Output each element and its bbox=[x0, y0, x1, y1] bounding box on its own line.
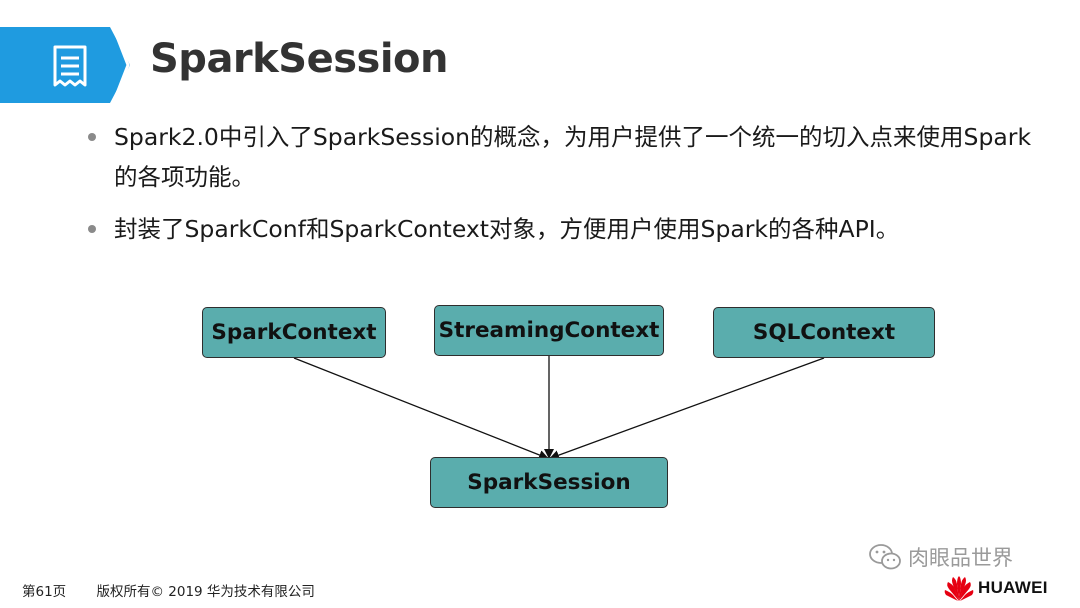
bullet-text: Spark2.0中引入了SparkSession的概念，为用户提供了一个统一的切… bbox=[114, 123, 1032, 191]
arrow-sqlcontext-to-sparksession bbox=[549, 357, 825, 460]
node-label: StreamingContext bbox=[438, 318, 660, 343]
bullet-dot bbox=[88, 225, 96, 233]
watermark-text: 肉眼品世界 bbox=[908, 546, 1013, 570]
bullet-list: Spark2.0中引入了SparkSession的概念，为用户提供了一个统一的切… bbox=[88, 117, 1038, 261]
title-badge bbox=[0, 27, 130, 103]
bullet-item: Spark2.0中引入了SparkSession的概念，为用户提供了一个统一的切… bbox=[88, 117, 1038, 197]
bullet-item: 封装了SparkConf和SparkContext对象，方便用户使用Spark的… bbox=[88, 209, 1038, 249]
wechat-icon bbox=[869, 544, 901, 570]
huawei-logo-icon bbox=[944, 576, 974, 601]
node-label: SparkContext bbox=[211, 320, 377, 345]
footer: 第61页 版权所有© 2019 华为技术有限公司 bbox=[22, 580, 315, 600]
node-sparksession: SparkSession bbox=[430, 457, 668, 508]
bullet-dot bbox=[88, 133, 96, 141]
watermark: 肉眼品世界 bbox=[868, 542, 1013, 572]
node-sqlcontext: SQLContext bbox=[713, 307, 935, 358]
bullet-text: 封装了SparkConf和SparkContext对象，方便用户使用Spark的… bbox=[114, 215, 900, 243]
brand-name: HUAWEI bbox=[978, 578, 1048, 597]
page-title: SparkSession bbox=[150, 36, 448, 82]
document-icon bbox=[0, 27, 130, 103]
node-label: SparkSession bbox=[467, 470, 631, 495]
node-sparkcontext: SparkContext bbox=[202, 307, 386, 358]
node-streamingcontext: StreamingContext bbox=[434, 305, 664, 356]
brand-logo: HUAWEI bbox=[944, 574, 1048, 602]
arrow-sparkcontext-to-sparksession bbox=[293, 357, 549, 460]
copyright: 版权所有© 2019 华为技术有限公司 bbox=[96, 584, 315, 600]
page-number: 第61页 bbox=[22, 584, 67, 600]
node-label: SQLContext bbox=[752, 320, 896, 345]
